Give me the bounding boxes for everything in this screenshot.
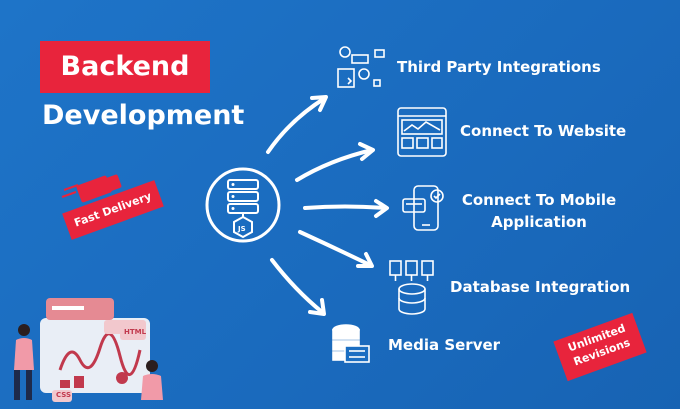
database-icon: [389, 260, 434, 315]
css-tag: CSS: [56, 391, 72, 399]
integrations-icon: [337, 46, 385, 88]
arrow-website-head: [358, 142, 375, 161]
title-line-1: Backend: [60, 51, 190, 82]
feature-label-integrations: Third Party Integrations: [397, 58, 601, 76]
center-js-label: JS: [238, 225, 246, 233]
arrow-website: [295, 148, 374, 182]
feature-label-mobile-line1: Connect To Mobile: [461, 191, 617, 209]
arrow-integrations-head: [310, 95, 328, 112]
delivery-truck-icon: [61, 174, 122, 203]
feature-label-mobile-line2: Application: [491, 213, 587, 231]
website-icon: [397, 107, 447, 157]
arrows: [266, 95, 389, 316]
arrow-mobile: [303, 204, 387, 210]
mobile-icon: [402, 185, 444, 231]
title-highlight-box: [40, 41, 210, 93]
arrow-media: [270, 258, 324, 314]
center-server-icon: [205, 167, 281, 243]
arrow-database-head: [356, 252, 374, 268]
feature-label-database: Database Integration: [450, 278, 631, 296]
feature-label-website: Connect To Website: [460, 122, 627, 140]
feature-label-mobile: Connect To Mobile Application: [450, 189, 628, 233]
media-server-icon: [332, 324, 370, 363]
illustration: [14, 298, 163, 402]
arrow-database: [298, 230, 372, 267]
arrow-mobile-head: [374, 199, 389, 218]
title-line-2: Development: [42, 100, 245, 131]
feature-label-media-server: Media Server: [388, 336, 501, 354]
html-tag: HTML: [124, 328, 147, 336]
arrow-media-head: [308, 298, 326, 316]
arrow-integrations: [266, 96, 327, 154]
